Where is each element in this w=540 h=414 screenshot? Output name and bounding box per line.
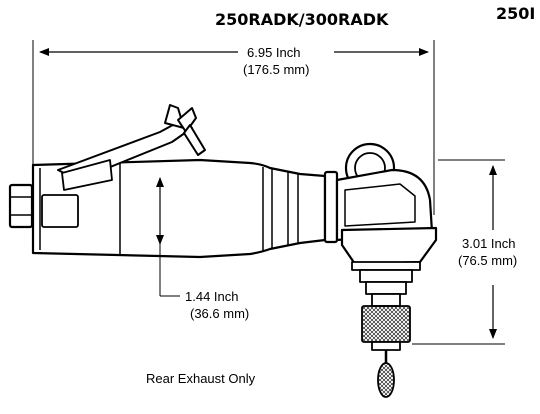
exhaust-note: Rear Exhaust Only xyxy=(146,371,256,386)
head-height-imperial: 3.01 Inch xyxy=(462,236,516,251)
diameter-metric: (36.6 mm) xyxy=(190,306,249,321)
head-height-metric: (76.5 mm) xyxy=(458,253,517,268)
model-title: 250RADK/300RADK xyxy=(215,10,389,29)
length-metric: (176.5 mm) xyxy=(243,62,309,77)
length-dimension: 6.95 Inch (176.5 mm) xyxy=(32,40,435,215)
grinder-drawing xyxy=(8,104,438,398)
diameter-dimension: 1.44 Inch (36.6 mm) xyxy=(156,177,249,321)
length-imperial: 6.95 Inch xyxy=(247,45,301,60)
head-height-dimension: 3.01 Inch (76.5 mm) xyxy=(412,159,517,345)
model-title-cropped: 250I xyxy=(496,4,535,23)
diameter-imperial: 1.44 Inch xyxy=(185,289,239,304)
